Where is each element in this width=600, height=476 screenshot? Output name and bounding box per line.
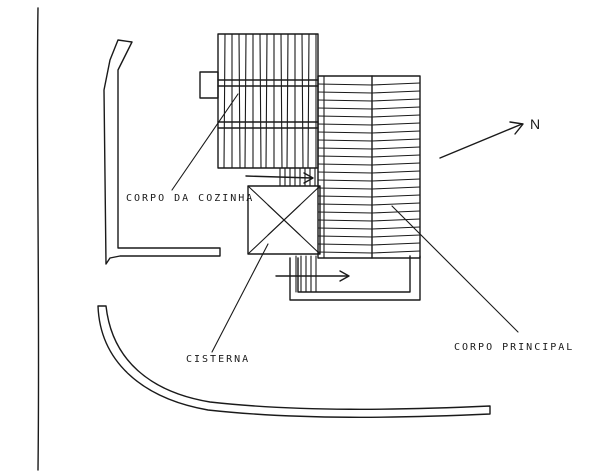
main-label: CORPO PRINCIPAL	[454, 342, 575, 353]
cistern-leader-line	[211, 243, 269, 353]
main-leader-line	[391, 205, 519, 333]
lower-terrace	[289, 255, 421, 301]
kitchen-leader-line	[171, 93, 239, 191]
north-label: N	[530, 116, 541, 132]
north-arrow	[439, 121, 524, 159]
left-boundary-line	[36, 7, 40, 471]
arrow-upper	[245, 172, 314, 184]
upper-road-outline	[103, 39, 221, 265]
kitchen-label: CORPO DA COZINHA	[126, 193, 255, 204]
arrow-lower	[275, 270, 350, 282]
lower-curved-road	[97, 305, 491, 418]
main-block	[317, 75, 421, 259]
cistern	[247, 185, 321, 255]
kitchen-annex	[199, 71, 219, 99]
cistern-label: CISTERNA	[186, 354, 251, 365]
kitchen-block	[217, 33, 319, 169]
